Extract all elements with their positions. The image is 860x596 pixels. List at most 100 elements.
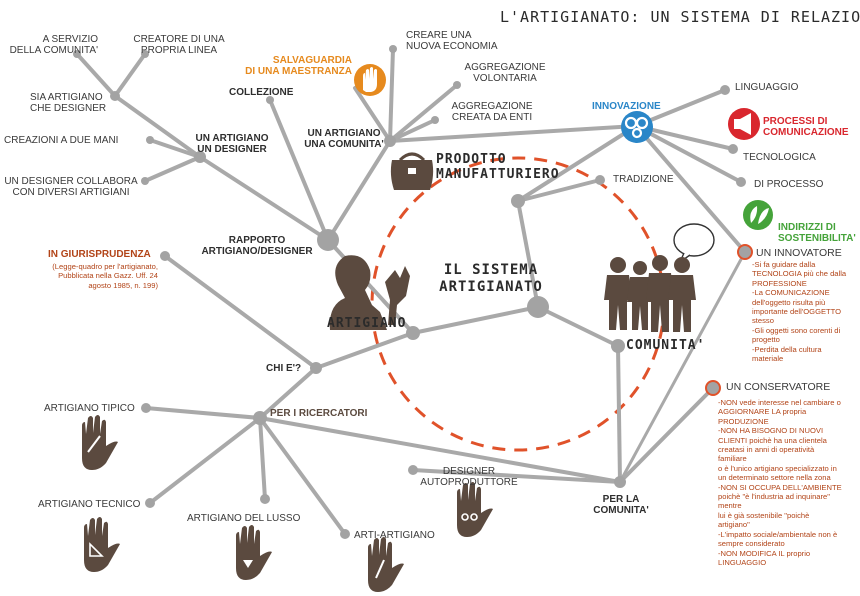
node — [141, 177, 149, 185]
note-line: progetto — [752, 335, 780, 345]
node — [728, 144, 738, 154]
giurisprudenza-notes: (Legge-quadro per l'artigianato,Pubblica… — [8, 262, 158, 290]
label-salvaguardia: SALVAGUARDIA DI UNA MAESTRANZA — [236, 55, 352, 77]
label-line: CREARE UNA — [406, 30, 472, 41]
node — [317, 229, 339, 251]
note-line: -L'impatto sociale/ambientale non è — [718, 529, 838, 539]
node — [253, 411, 267, 425]
label-line: UN ARTIGIANO — [195, 133, 269, 144]
community-silhouette-icon — [604, 255, 696, 332]
note-line: PRODUZIONE — [718, 416, 769, 426]
label-per-la-comunita: PER LA COMUNITA' — [586, 494, 656, 516]
note-line: -NON HA BISOGNO DI NUOVI — [718, 426, 824, 436]
graph-nodes — [73, 45, 746, 539]
label-creazioni: CREAZIONI A DUE MANI — [4, 135, 119, 146]
note-line: Pubblicata nella Gazz. Uff. 24 — [58, 271, 158, 281]
node — [511, 194, 525, 208]
craftsman-silhouette-icon — [329, 255, 410, 330]
node — [431, 116, 439, 124]
label-line: CHE DESIGNER — [30, 103, 107, 114]
note-line: -Gli oggetti sono corenti di — [752, 325, 841, 335]
note-line: agosto 1985, n. 199) — [88, 280, 158, 290]
label-line: SALVAGUARDIA — [272, 55, 352, 66]
node — [266, 96, 274, 104]
hand-tool-icon — [457, 482, 493, 537]
note-line: materiale — [752, 354, 784, 364]
label-aggregazione-enti: AGGREGAZIONE CREATA DA ENTI — [445, 101, 539, 123]
label-line: PROPRIA LINEA — [140, 45, 218, 56]
label-line: UN DESIGNER — [197, 144, 267, 155]
label-di-processo: DI PROCESSO — [754, 179, 824, 190]
label-line: NUOVA ECONOMIA — [406, 41, 498, 52]
note-line: -Si fa guidare dalla — [752, 260, 816, 269]
note-line: CLIENTI poichè ha una clientela — [718, 435, 827, 445]
speech-bubble-icon — [673, 223, 715, 265]
label-creatore: CREATORE DI UNA PROPRIA LINEA — [124, 34, 234, 56]
hub-prodotto-line: PRODOTTO — [436, 152, 507, 167]
innovatore-heading: UN INNOVATORE — [756, 247, 842, 259]
label-sia-artigiano: SIA ARTIGIANO CHE DESIGNER — [30, 92, 106, 114]
label-line: SOSTENIBILITA' — [778, 233, 856, 244]
label-tecnologica: TECNOLOGICA — [743, 152, 816, 163]
note-line: -NON MODIFICA IL proprio — [718, 548, 811, 558]
node — [736, 177, 746, 187]
label-line: UNA COMUNITA' — [304, 139, 384, 150]
innovatore-node — [737, 244, 753, 260]
label-artigiano-lusso: ARTIGIANO DEL LUSSO — [187, 513, 301, 524]
label-line: UN ARTIGIANO — [307, 128, 381, 139]
node — [160, 251, 170, 261]
label-rapporto: RAPPORTO ARTIGIANO/DESIGNER — [198, 235, 316, 257]
note-line: lui è già sostenibile "poichè — [718, 510, 810, 520]
node — [595, 175, 605, 185]
node — [611, 339, 625, 353]
center-title-line: ARTIGIANATO — [439, 279, 543, 295]
node — [527, 296, 549, 318]
label-line: AUTOPRODUTTORE — [420, 477, 518, 488]
label-line: RAPPORTO — [228, 235, 286, 246]
hand-tool-icon — [236, 525, 272, 580]
label-line: ARTIGIANO/DESIGNER — [201, 246, 313, 257]
note-line: TECNOLOGIA più che dalla — [752, 269, 847, 279]
label-indirizzi: INDIRIZZI DI SOSTENIBILITA' — [778, 222, 856, 244]
node — [260, 494, 270, 504]
label-processi: PROCESSI DI COMUNICAZIONE — [763, 116, 849, 138]
label-aggregazione-volontaria: AGGREGAZIONE VOLONTARIA — [458, 62, 552, 84]
edges — [75, 47, 747, 536]
leaves-icon — [743, 200, 773, 230]
label-un-artigiano-comunita: UN ARTIGIANO UNA COMUNITA' — [300, 128, 388, 150]
label-line: DELLA COMUNITA' — [9, 45, 98, 56]
note-line: artigiano" — [718, 520, 750, 530]
hub-comunita: COMUNITA' — [626, 338, 706, 353]
label-collabora: UN DESIGNER COLLABORA CON DIVERSI ARTIGI… — [2, 176, 140, 198]
label-collezione: COLLEZIONE — [229, 87, 294, 98]
node — [110, 91, 120, 101]
node — [310, 362, 322, 374]
note-line: dell'oggetto risulta più — [752, 297, 826, 307]
note-line: o è l'unico artigiano specializzato in — [718, 463, 837, 473]
megaphone-icon — [728, 108, 760, 140]
bag-icon — [390, 152, 434, 190]
node — [614, 476, 626, 488]
center-title-line: IL SISTEMA — [443, 262, 539, 278]
note-line: sempre considerato — [718, 539, 785, 549]
label-line: UN DESIGNER COLLABORA — [4, 176, 138, 187]
conservatore-node — [705, 380, 721, 396]
label-line: PROCESSI DI — [763, 116, 828, 127]
note-line: -NON SI OCCUPA DELL'AMBIENTE — [718, 482, 842, 492]
label-arti-artigiano: ARTI-ARTIGIANO — [354, 530, 435, 541]
label-line: SIA ARTIGIANO — [30, 92, 103, 103]
note-line: stesso — [752, 316, 774, 326]
label-artigiano-tecnico: ARTIGIANO TECNICO — [38, 499, 141, 510]
label-artigiano-tipico: ARTIGIANO TIPICO — [44, 403, 135, 414]
note-line: -La COMUNICAZIONE — [752, 288, 830, 298]
label-un-artigiano-designer: UN ARTIGIANO UN DESIGNER — [186, 133, 278, 155]
label-line: AGGREGAZIONE — [451, 101, 533, 112]
label-line: CREATORE DI UNA — [133, 34, 225, 45]
node — [145, 498, 155, 508]
node — [194, 151, 206, 163]
node — [720, 85, 730, 95]
note-line: -Perdita della cultura — [752, 344, 822, 354]
label-line: AGGREGAZIONE — [464, 62, 546, 73]
